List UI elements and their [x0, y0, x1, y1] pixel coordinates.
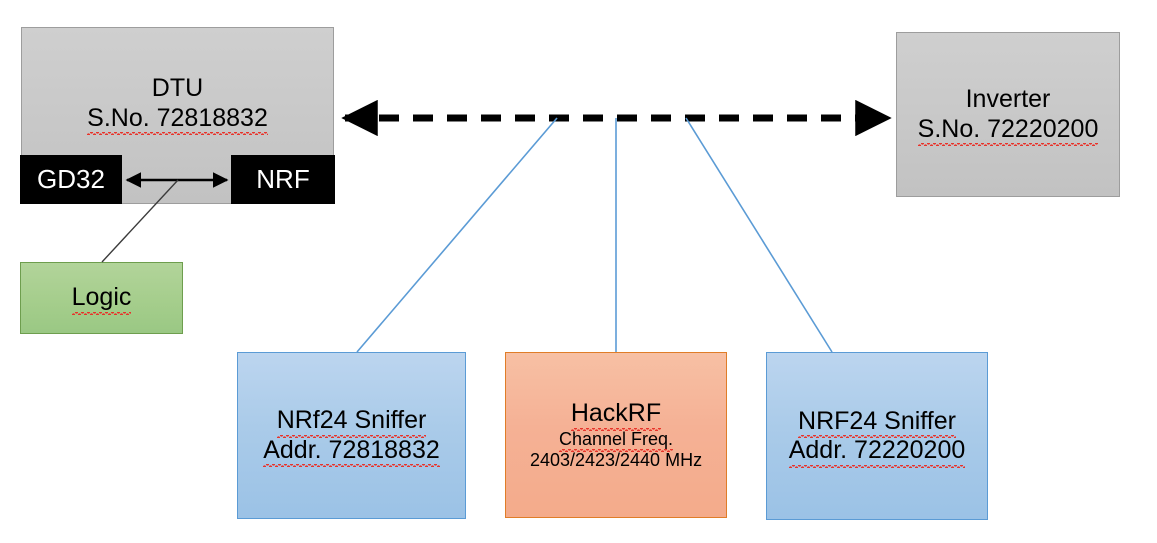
node-sniffer-left-addr: Addr. 72818832 — [263, 435, 440, 467]
node-logic[interactable]: Logic — [20, 262, 183, 334]
node-gd32-label: GD32 — [37, 164, 105, 195]
node-hackrf[interactable]: HackRF Channel Freq. 2403/2423/2440 MHz — [505, 352, 727, 518]
node-logic-label: Logic — [71, 283, 132, 315]
connector-tap-sniffer-right — [685, 117, 833, 353]
node-sniffer-left-addr-text: Addr. 72818832 — [263, 435, 440, 467]
node-sniffer-left[interactable]: NRf24 Sniffer Addr. 72818832 — [237, 352, 466, 519]
node-inverter-serial-text: S.No. 72220200 — [917, 114, 1099, 146]
connector-tap-sniffer-left — [356, 117, 558, 353]
node-sniffer-left-title: NRf24 Sniffer — [276, 406, 427, 437]
node-nrf[interactable]: NRF — [231, 155, 335, 204]
node-sniffer-left-title-text: NRf24 Sniffer — [276, 406, 427, 437]
node-gd32[interactable]: GD32 — [20, 155, 122, 204]
node-dtu-title: DTU — [151, 74, 204, 102]
node-sniffer-right-title-text: NRF24 Sniffer — [798, 406, 956, 438]
node-inverter[interactable]: Inverter S.No. 72220200 — [896, 32, 1120, 197]
node-dtu-serial: S.No. 72818832 — [87, 103, 268, 135]
node-sniffer-right-title: NRF24 Sniffer — [798, 406, 956, 438]
node-sniffer-right-addr: Addr. 72220200 — [788, 436, 966, 467]
node-hackrf-frequencies: 2403/2423/2440 MHz — [529, 449, 703, 470]
node-nrf-label: NRF — [256, 164, 310, 195]
node-dtu-serial-text: S.No. 72818832 — [87, 103, 268, 135]
node-hackrf-channel-label-text: Channel Freq. — [558, 428, 674, 453]
node-inverter-serial: S.No. 72220200 — [917, 114, 1099, 146]
node-sniffer-right[interactable]: NRF24 Sniffer Addr. 72220200 — [766, 352, 988, 520]
node-logic-label-text: Logic — [71, 283, 132, 315]
node-hackrf-title-text: HackRF — [570, 399, 662, 430]
node-inverter-title: Inverter — [965, 85, 1051, 113]
node-sniffer-right-addr-text: Addr. 72220200 — [788, 436, 966, 467]
node-hackrf-channel-label: Channel Freq. — [558, 428, 674, 453]
node-hackrf-title: HackRF — [570, 399, 662, 430]
